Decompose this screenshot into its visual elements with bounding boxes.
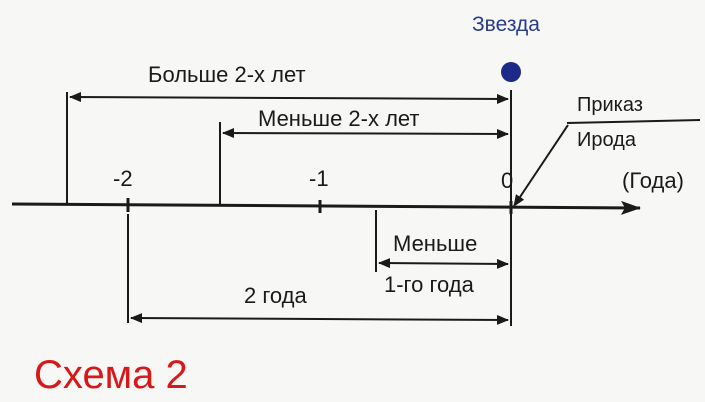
time-axis: [11, 200, 641, 215]
diagram-caption: Схема 2: [34, 353, 188, 397]
more-than-2-arrow: [69, 92, 509, 104]
decree-line2: Ирода: [577, 129, 636, 151]
star-label: Звезда: [472, 13, 540, 36]
decree-underline: [566, 119, 701, 124]
tick-label-zero: 0: [501, 168, 514, 193]
axis-unit-label: (Года): [622, 168, 684, 193]
range-less-than-1-line1: Меньше: [393, 231, 478, 256]
range-less-than-2-label: Меньше 2-х лет: [258, 106, 420, 131]
tick-label-minus-2: -2: [113, 166, 133, 191]
two-years-arrow: [130, 313, 509, 325]
decree-line1: Приказ: [577, 94, 643, 116]
range-two-years-label: 2 года: [244, 283, 307, 308]
range-more-than-2-label: Больше 2-х лет: [148, 62, 306, 87]
decree-pointer: [513, 124, 569, 207]
tick-label-minus-1: -1: [309, 166, 329, 191]
less-than-1-arrow: [378, 258, 509, 269]
range-less-than-1-line2: 1-го года: [384, 272, 474, 297]
star-marker: [501, 62, 521, 82]
less-than-2-arrow: [222, 128, 509, 139]
